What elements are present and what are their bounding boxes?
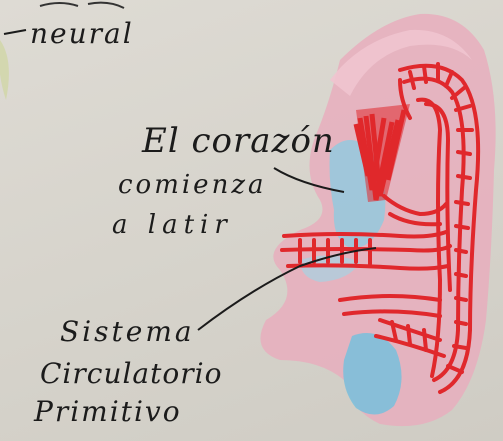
label-heart-line-3: a latir <box>112 212 233 238</box>
label-circulatory-line-1: Sistema <box>60 318 195 346</box>
label-heart-line-1: El corazón <box>142 124 335 158</box>
label-circulatory-line-2: Circulatorio <box>40 360 222 388</box>
label-heart-line-2: comienza <box>118 172 267 198</box>
label-neural: neural <box>30 20 134 48</box>
label-circulatory-line-3: Primitivo <box>34 398 182 426</box>
cropped-word-strokes <box>40 3 124 8</box>
leaf-fragment <box>0 40 9 100</box>
neural-pointer-line <box>4 30 26 34</box>
